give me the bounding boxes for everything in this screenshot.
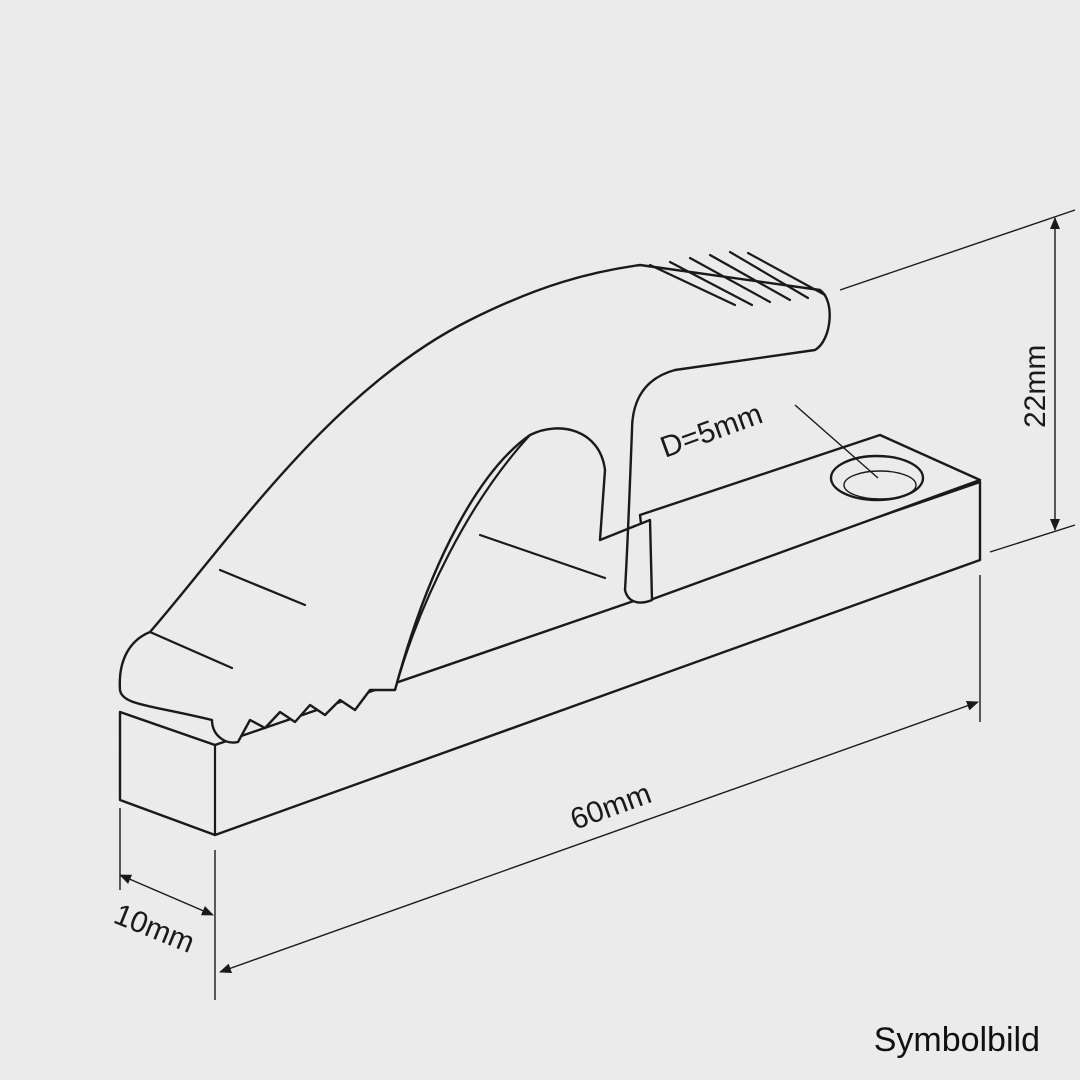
dimension-lines [119, 209, 1076, 1000]
length-label: 60mm [566, 777, 656, 837]
hole-diameter-label: D=5mm [656, 397, 767, 464]
caption: Symbolbild [873, 1021, 1040, 1059]
width-label: 10mm [109, 898, 199, 960]
serrations [648, 250, 827, 307]
hook-body [118, 250, 831, 744]
height-label: 22mm [1019, 345, 1052, 428]
